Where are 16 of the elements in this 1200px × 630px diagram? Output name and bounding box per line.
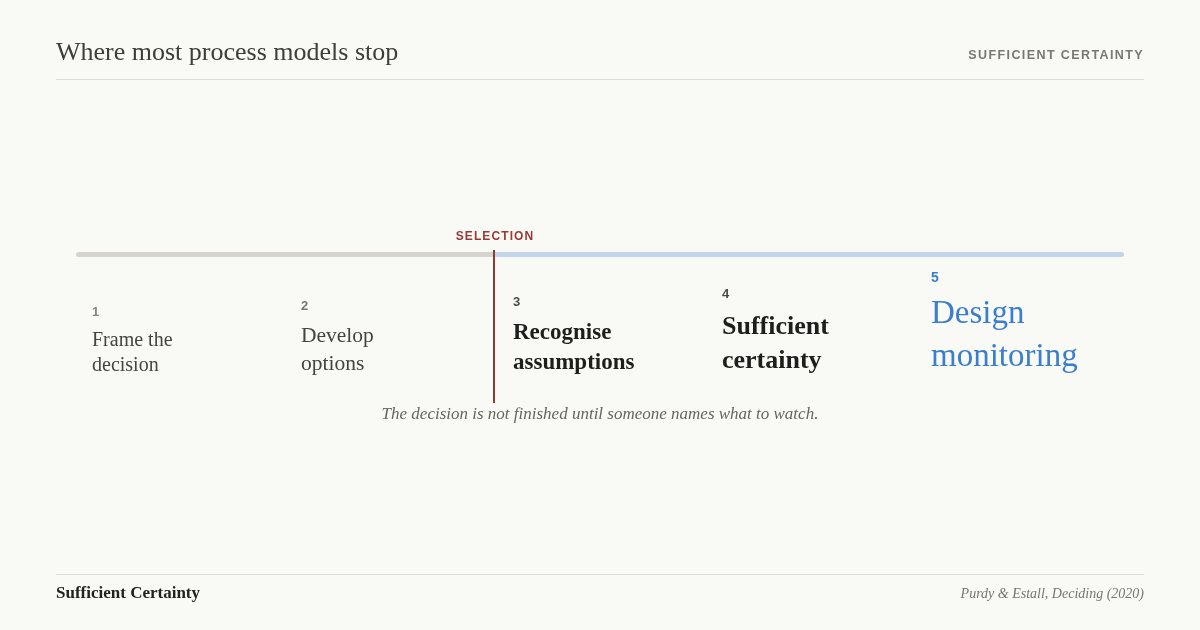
step-label: Develop options [301, 322, 375, 377]
step-label: Sufficient certainty [722, 310, 830, 376]
step-label: Design monitoring [931, 293, 1079, 375]
step-label: Recognise assumptions [513, 318, 636, 376]
header-tag: SUFFICIENT CERTAINTY [968, 47, 1144, 63]
step-label: Frame the decision [92, 327, 174, 377]
footer-title: Sufficient Certainty [56, 582, 200, 604]
step-number: 2 [301, 298, 309, 313]
marker-label: SELECTION [455, 229, 535, 243]
citation-text: Purdy & Estall, Deciding (2020) [960, 585, 1144, 603]
diagram-title: Where most process models stop [56, 36, 399, 68]
step-number: 4 [722, 286, 730, 301]
note-text: The decision is not finished until someone names what to watch. [381, 404, 819, 424]
step-number: 1 [92, 304, 100, 319]
step-number: 5 [931, 269, 939, 285]
step-number: 3 [513, 294, 521, 309]
